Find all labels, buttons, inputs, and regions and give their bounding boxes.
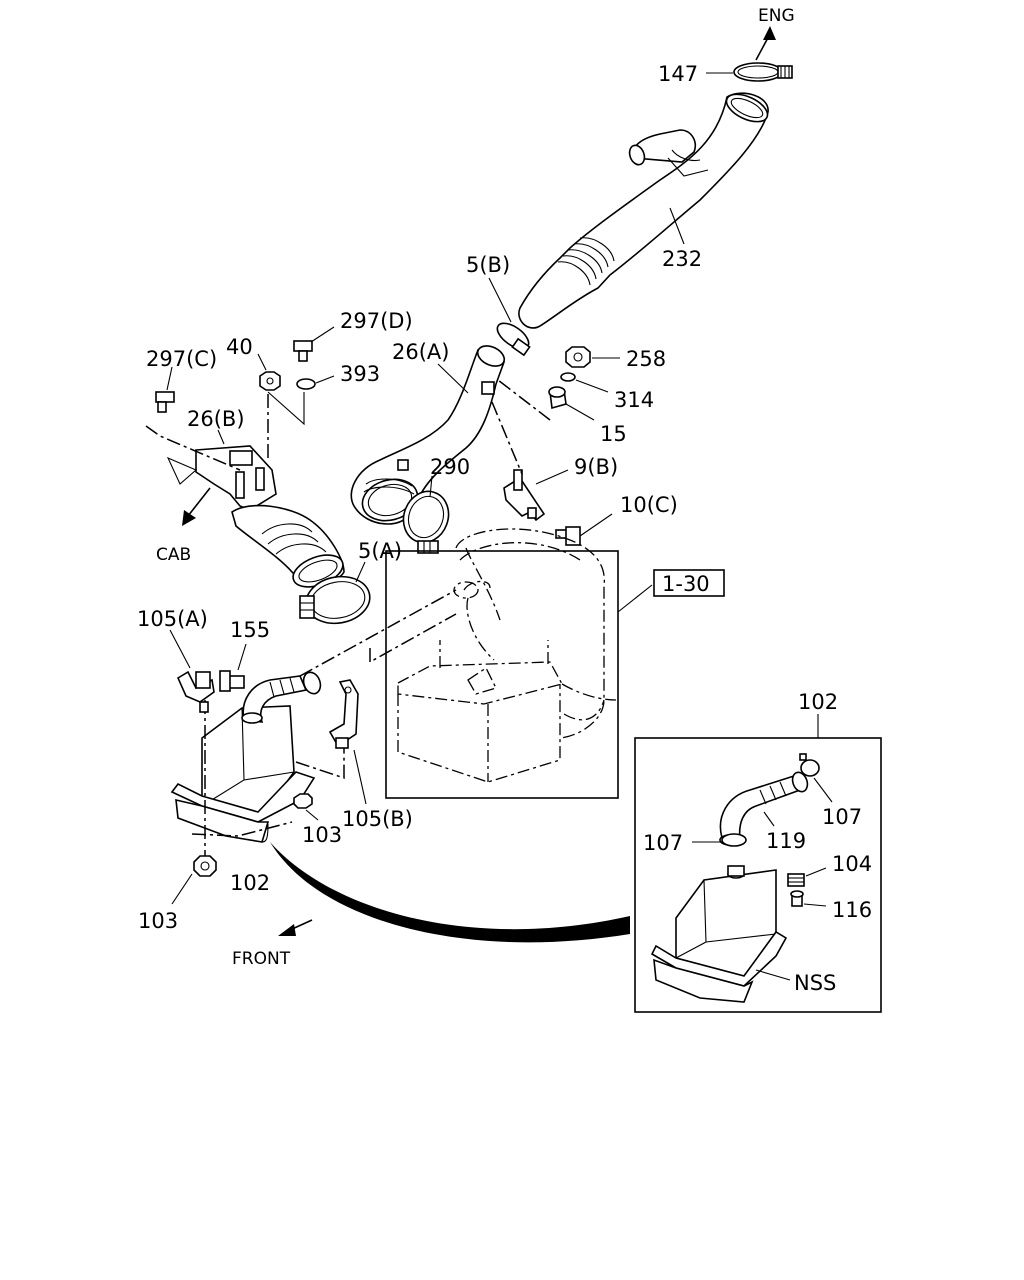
- front-arrow: [278, 919, 313, 936]
- label-40: 40: [226, 335, 253, 359]
- bracket-9b: [503, 469, 546, 522]
- label-103-lower: 103: [138, 909, 178, 933]
- label-105a: 105(A): [137, 607, 208, 631]
- intake-hose-232: [518, 92, 769, 329]
- label-5b: 5(B): [466, 253, 510, 277]
- duct-26a: [350, 345, 506, 525]
- label-26b: 26(B): [187, 407, 245, 431]
- bolt-297d: [293, 340, 313, 362]
- label-front: FRONT: [232, 949, 291, 969]
- label-147: 147: [658, 62, 698, 86]
- ref-box-1-30: [653, 569, 725, 597]
- callout-swoosh: [270, 842, 630, 943]
- nut-103-upper: [293, 793, 313, 809]
- bolt-297c: [155, 391, 175, 413]
- label-116: 116: [832, 898, 872, 922]
- nut-258: [565, 346, 591, 368]
- label-nss: NSS: [794, 971, 836, 995]
- label-102-inset: 102: [798, 690, 838, 714]
- air-cleaner-frame: [385, 550, 619, 799]
- label-119: 119: [766, 829, 806, 853]
- label-9b: 9(B): [574, 455, 618, 479]
- label-15: 15: [600, 422, 627, 446]
- label-26a: 26(A): [392, 340, 449, 364]
- inset-resonator: [650, 865, 788, 1003]
- label-314: 314: [614, 388, 654, 412]
- clamp-147: [733, 62, 793, 82]
- clamp-5b: [496, 322, 531, 357]
- label-cab: CAB: [156, 545, 191, 565]
- label-155: 155: [230, 618, 270, 642]
- grommet-15: [548, 386, 567, 410]
- nut-40: [259, 371, 281, 391]
- label-297d: 297(D): [340, 309, 413, 333]
- label-393: 393: [340, 362, 380, 386]
- eng-arrow: [755, 26, 776, 61]
- duct-26b: [166, 445, 345, 588]
- bracket-105a: [176, 670, 215, 713]
- inset-part-104: [787, 873, 805, 887]
- label-297c: 297(C): [146, 347, 217, 371]
- label-258: 258: [626, 347, 666, 371]
- inset-frame: [634, 737, 882, 1013]
- washer-393: [296, 378, 316, 390]
- label-102-main: 102: [230, 871, 270, 895]
- label-107-upper: 107: [822, 805, 862, 829]
- clamp-5a: [299, 575, 371, 625]
- label-107-lower: 107: [643, 831, 683, 855]
- air-cleaner-ghost: [397, 528, 617, 783]
- inset-clamp-107-lower: [721, 833, 747, 847]
- cab-arrow: [182, 487, 211, 526]
- bracket-105b: [328, 679, 359, 749]
- bolt-155: [219, 670, 245, 692]
- label-1-30: 1-30: [662, 572, 710, 596]
- resonator-102: [170, 671, 322, 843]
- washer-314: [560, 372, 576, 382]
- label-232: 232: [662, 247, 702, 271]
- label-10c: 10(C): [620, 493, 678, 517]
- label-eng: ENG: [758, 6, 795, 26]
- nut-103-lower: [193, 855, 217, 877]
- label-105b: 105(B): [342, 807, 413, 831]
- label-290: 290: [430, 455, 470, 479]
- label-104: 104: [832, 852, 872, 876]
- label-103-upper: 103: [302, 823, 342, 847]
- inset-part-116: [790, 890, 804, 907]
- inset-clamp-107-upper: [799, 753, 820, 777]
